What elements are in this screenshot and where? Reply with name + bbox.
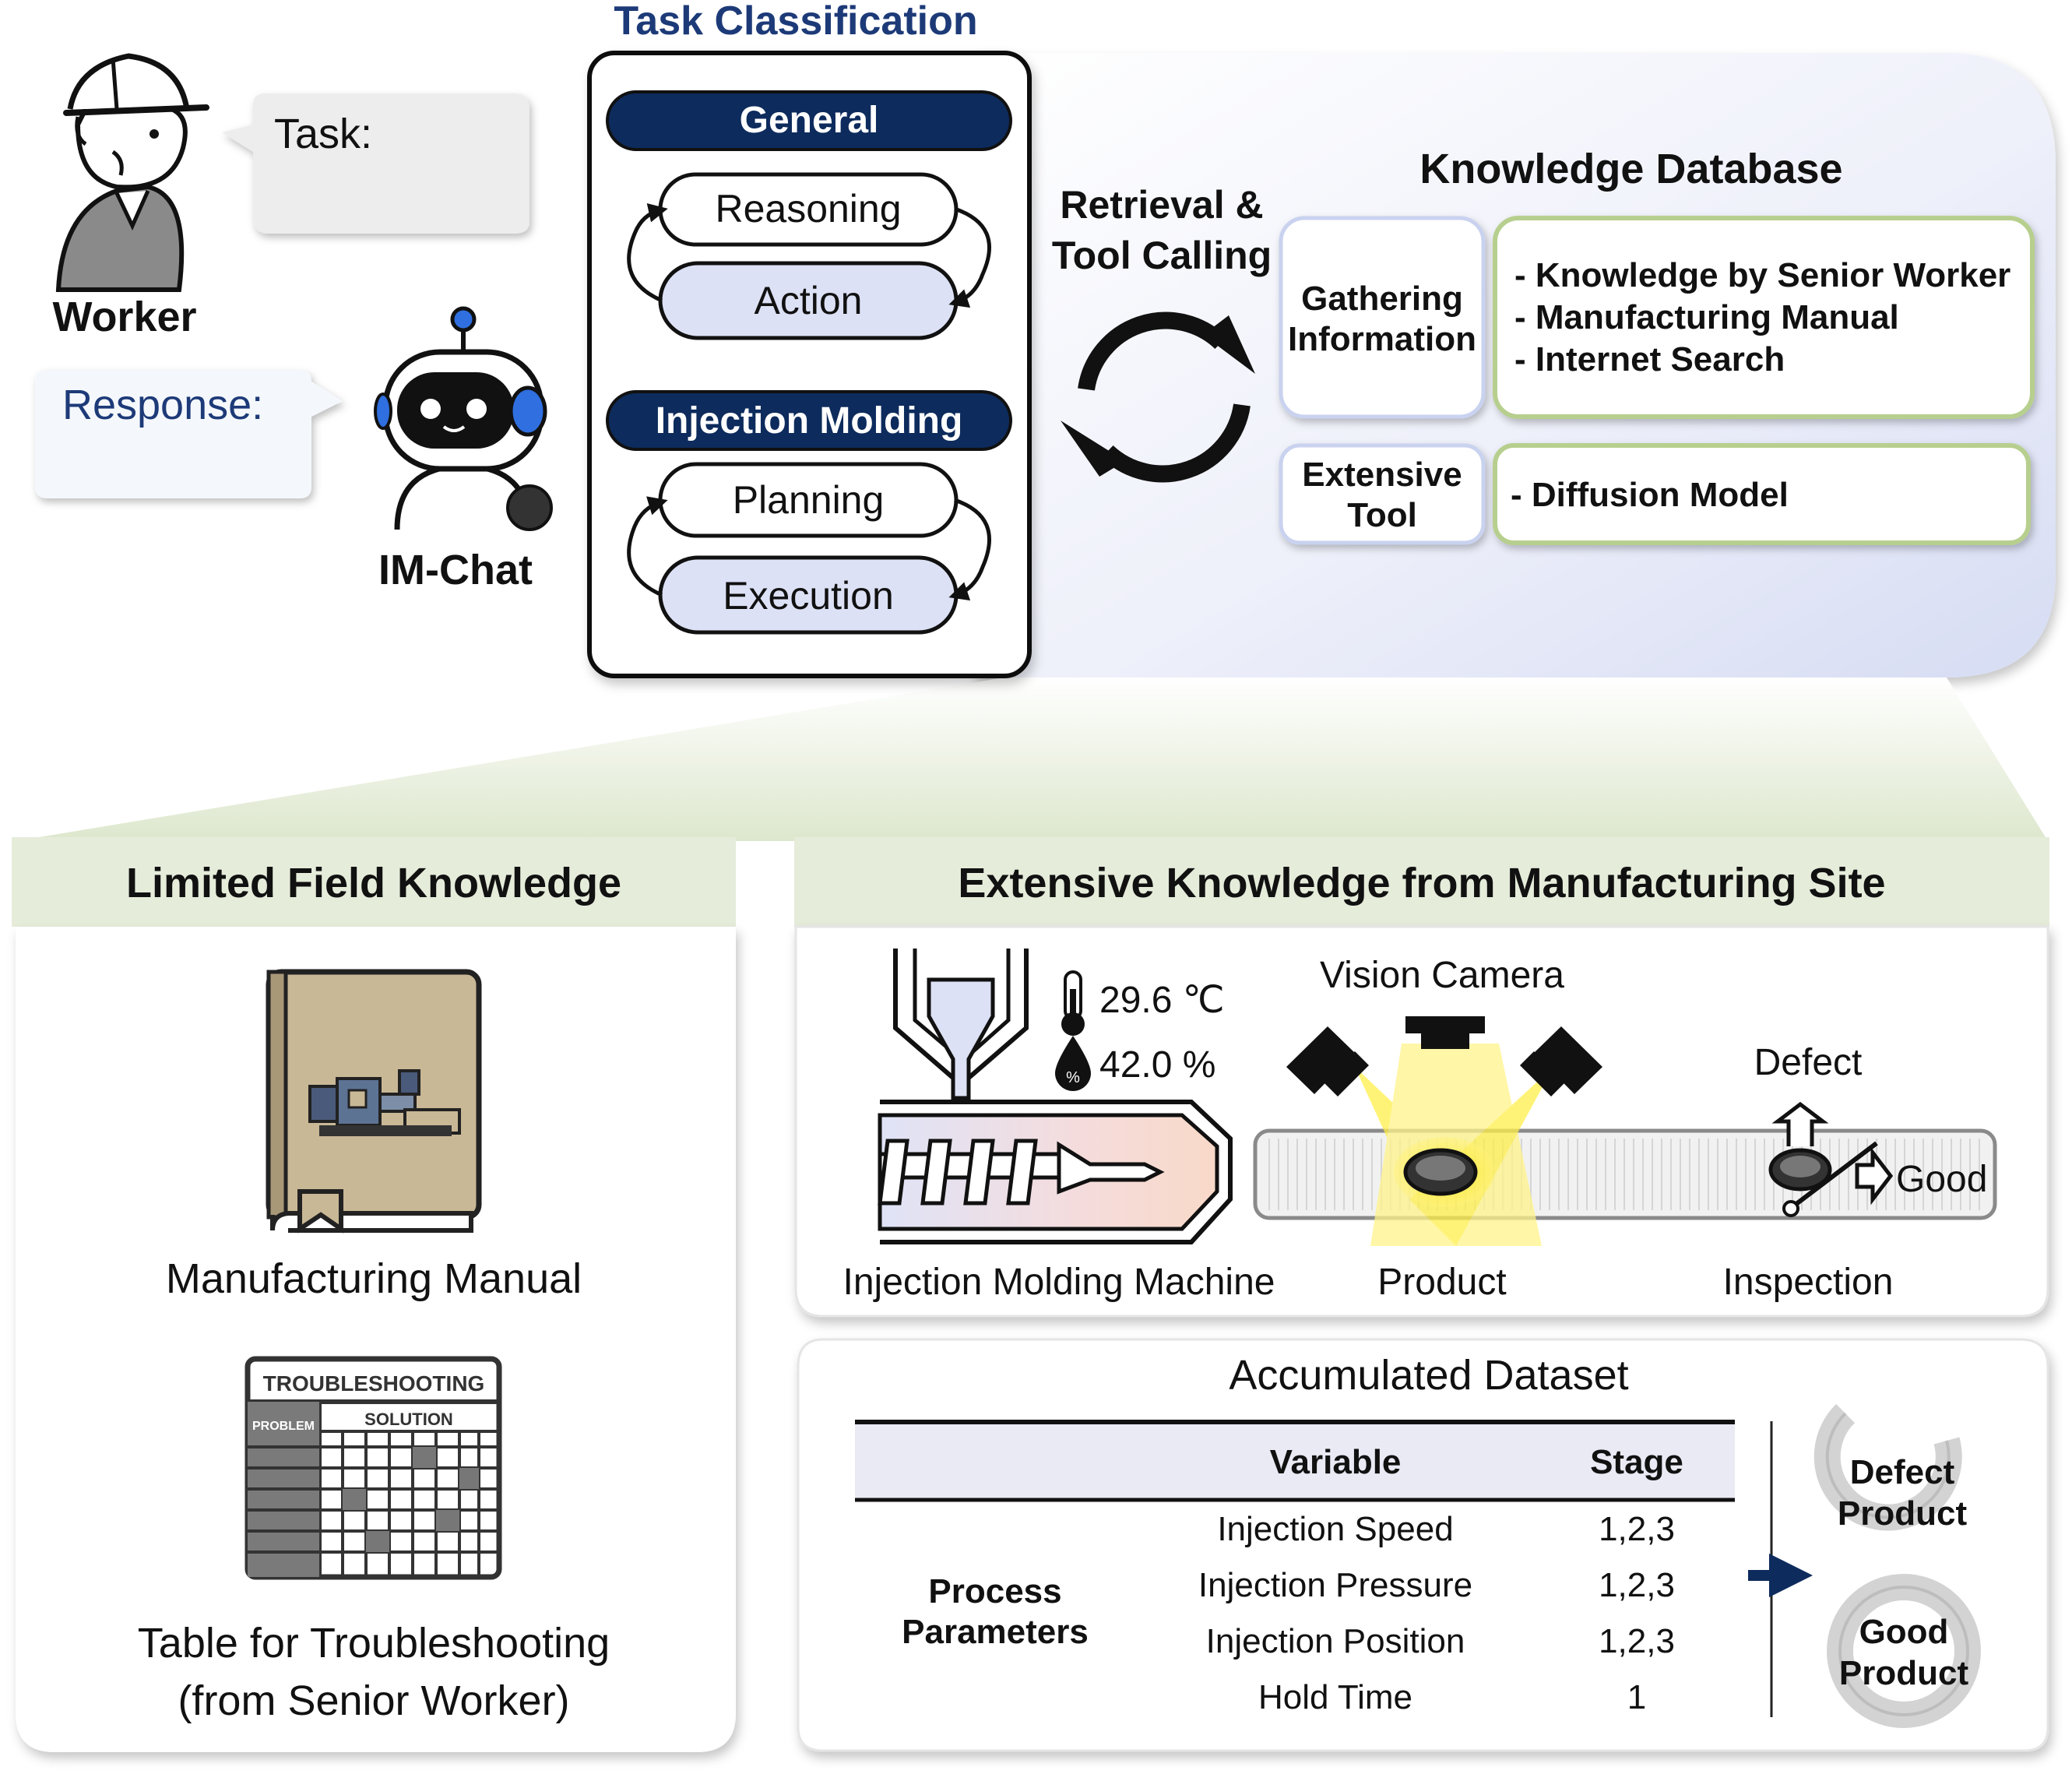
inspection-icon: [1768, 1101, 1894, 1217]
injection-loop-left-arrow: [627, 496, 668, 597]
task-bubble: [222, 93, 529, 234]
dataset-header-variable: Variable: [1270, 1443, 1402, 1481]
dataset-cell-stage: 1,2,3: [1599, 1622, 1675, 1660]
product-on-belt-icon: [1403, 1148, 1478, 1196]
cycle-arrowhead-top: [1203, 315, 1255, 374]
extensive-knowledge-band: [794, 837, 2049, 927]
dataset-cell-variable: Injection Position: [1206, 1622, 1465, 1660]
tool-label-line1: Extensive: [1302, 456, 1462, 494]
defect-product-line1: Defect: [1850, 1453, 1955, 1491]
task-bubble-text: Task:: [274, 111, 372, 157]
troubleshoot-header: TROUBLESHOOTING: [263, 1371, 485, 1396]
table-label-line1: Table for Troubleshooting: [138, 1620, 610, 1667]
dataset-group-line2: Parameters: [902, 1613, 1089, 1651]
zoom-cone: [16, 678, 2048, 841]
dataset-row: Injection Speed 1,2,3: [1217, 1510, 1675, 1548]
action-text: Action: [755, 279, 863, 322]
gathering-label-box: [1279, 216, 1486, 419]
robot-icon: [374, 306, 553, 531]
response-bubble-text: Response:: [62, 382, 263, 428]
machine-label: Injection Molding Machine: [843, 1262, 1275, 1303]
robot-label: IM-Chat: [378, 547, 533, 593]
humidity-droplet-text: %: [1066, 1069, 1080, 1086]
inspection-label: Inspection: [1723, 1262, 1894, 1303]
product-label: Product: [1377, 1262, 1506, 1303]
dataset-header-stage: Stage: [1590, 1443, 1683, 1481]
execution-text: Execution: [723, 574, 894, 618]
dataset-title: Accumulated Dataset: [1229, 1352, 1628, 1399]
dataset-cell-variable: Hold Time: [1258, 1678, 1412, 1716]
dataset-row: Injection Pressure 1,2,3: [1198, 1566, 1675, 1604]
general-header-pill: [606, 90, 1012, 151]
manual-book-icon: [266, 969, 482, 1234]
manual-label: Manufacturing Manual: [166, 1255, 582, 1302]
cycle-arrowhead-bottom: [1061, 421, 1125, 477]
general-loop-left-arrow: [627, 202, 668, 303]
dataset-row: Injection Position 1,2,3: [1206, 1622, 1675, 1660]
tool-label-box: [1279, 443, 1486, 545]
troubleshoot-col-solution: SOLUTION: [364, 1410, 453, 1429]
cycle-arrows-icon: [1078, 312, 1251, 483]
humidity-droplet-icon: [1055, 1036, 1091, 1091]
good-label: Good: [1896, 1159, 1987, 1200]
dataset-cell-stage: 1,2,3: [1599, 1566, 1675, 1604]
dataset-cell-stage: 1: [1627, 1678, 1646, 1716]
good-product-line1: Good: [1859, 1613, 1949, 1651]
retrieval-label-line2: Tool Calling: [1052, 234, 1272, 277]
limited-knowledge-title: Limited Field Knowledge: [126, 860, 621, 906]
thermometer-icon: [1061, 970, 1085, 1036]
response-bubble: [35, 370, 343, 498]
extensive-knowledge-title: Extensive Knowledge from Manufacturing S…: [958, 860, 1885, 906]
vision-camera-icons: [1286, 1016, 1602, 1096]
gathering-label-line1: Gathering: [1301, 280, 1463, 318]
retrieval-label-line1: Retrieval &: [1060, 183, 1263, 227]
dataset-group-line1: Process: [928, 1572, 1061, 1610]
tool-label-line2: Tool: [1347, 496, 1417, 534]
tool-item-diffusion: - Diffusion Model: [1511, 476, 1789, 514]
limited-knowledge-band: [12, 837, 736, 927]
gathering-label-line2: Information: [1288, 320, 1476, 358]
injection-loop-right-arrow: [948, 498, 991, 601]
general-header-text: General: [740, 100, 879, 141]
table-label-line2: (from Senior Worker): [178, 1677, 569, 1724]
defect-label: Defect: [1754, 1042, 1863, 1083]
troubleshoot-col-problem: PROBLEM: [252, 1420, 315, 1433]
dataset-cell-stage: 1,2,3: [1599, 1510, 1675, 1548]
reasoning-text: Reasoning: [715, 187, 901, 231]
injection-header-pill: [606, 390, 1012, 451]
injection-machine-icon: [878, 949, 1233, 1244]
humidity-value: 42.0 %: [1099, 1044, 1215, 1086]
gathering-item-senior: - Knowledge by Senior Worker: [1514, 256, 2010, 294]
troubleshooting-table-icon: [244, 1356, 502, 1580]
gathering-item-manual: - Manufacturing Manual: [1514, 298, 1899, 336]
good-product-line2: Product: [1839, 1654, 1969, 1692]
defect-product-icon: [1813, 1403, 1962, 1531]
limited-knowledge-panel: [16, 927, 736, 1752]
dataset-cell-variable: Injection Pressure: [1198, 1566, 1472, 1604]
dataset-cell-variable: Injection Speed: [1217, 1510, 1453, 1548]
task-classification-title: Task Classification: [614, 0, 977, 44]
worker-figure: [55, 53, 209, 292]
dataset-row: Hold Time 1: [1258, 1678, 1646, 1716]
defect-product-line2: Product: [1838, 1494, 1968, 1533]
temperature-value: 29.6 ℃: [1099, 980, 1225, 1021]
tool-items-box: [1493, 443, 2031, 545]
dataset-header-row: [855, 1424, 1735, 1500]
knowledge-database-title: Knowledge Database: [1419, 146, 1842, 192]
vision-camera-label: Vision Camera: [1320, 955, 1564, 996]
general-loop-right-arrow: [948, 206, 991, 308]
worker-label: Worker: [52, 294, 196, 340]
planning-text: Planning: [733, 478, 885, 522]
gathering-items-box: [1493, 216, 2035, 419]
gathering-item-internet: - Internet Search: [1514, 340, 1785, 378]
injection-header-text: Injection Molding: [656, 400, 963, 442]
good-product-icon: [1827, 1574, 1981, 1728]
